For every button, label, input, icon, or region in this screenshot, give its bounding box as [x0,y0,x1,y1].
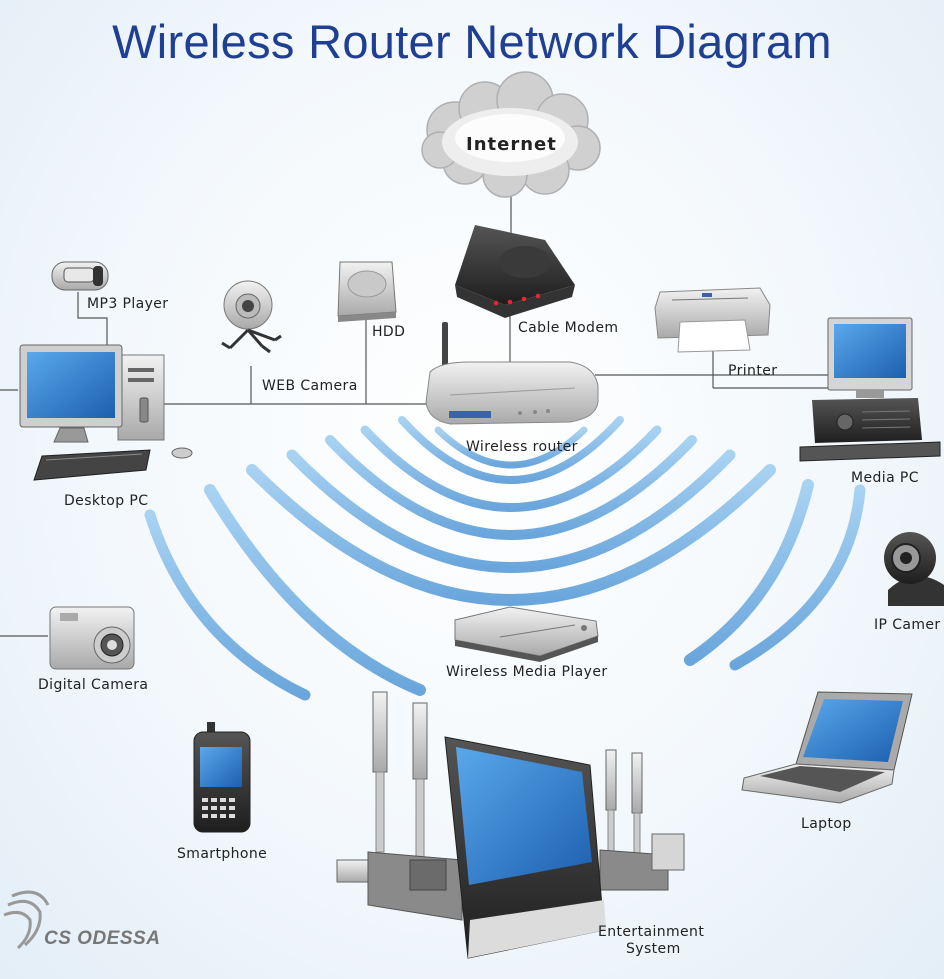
label-internet: Internet [466,134,557,155]
printer-icon [654,287,771,353]
label-desktop-pc: Desktop PC [64,493,149,509]
label-web-camera: WEB Camera [262,378,358,394]
label-media-pc: Media PC [851,470,919,486]
label-printer: Printer [728,363,778,379]
label-wireless-media-player: Wireless Media Player [446,664,608,680]
smartphone-icon [193,722,251,833]
logo-text: CS ODESSA [44,928,161,949]
ip-camera-icon [884,532,944,606]
label-ip-camera: IP Camer [874,617,941,633]
media-pc-icon [799,317,941,462]
label-smartphone: Smartphone [177,846,268,862]
laptop-icon [741,691,913,804]
logo-mark-icon [3,890,50,950]
label-wireless-router: Wireless router [466,439,578,455]
link-mp3-desktop [77,292,108,352]
label-laptop: Laptop [801,816,852,832]
web-camera-icon [221,280,282,354]
label-hdd: HDD [372,324,406,340]
modem-icon [455,225,575,318]
label-cable-modem: Cable Modem [518,320,619,336]
desktop-pc-icon [19,344,193,481]
wireless-waves [144,416,866,701]
label-mp3-player: MP3 Player [87,296,169,312]
media-player-icon [454,606,599,662]
entertainment-system-icon [336,691,685,959]
page-title: Wireless Router Network Diagram [112,15,832,68]
label-entertainment-line2: System [626,941,681,957]
mp3-player-icon [51,261,109,291]
label-entertainment-line1: Entertainment [598,924,705,940]
digital-camera-icon [49,606,135,670]
label-digital-camera: Digital Camera [38,677,149,693]
router-icon [425,322,599,425]
cloud-icon [421,71,601,198]
hdd-icon [337,261,397,322]
connection-lines [0,192,830,637]
